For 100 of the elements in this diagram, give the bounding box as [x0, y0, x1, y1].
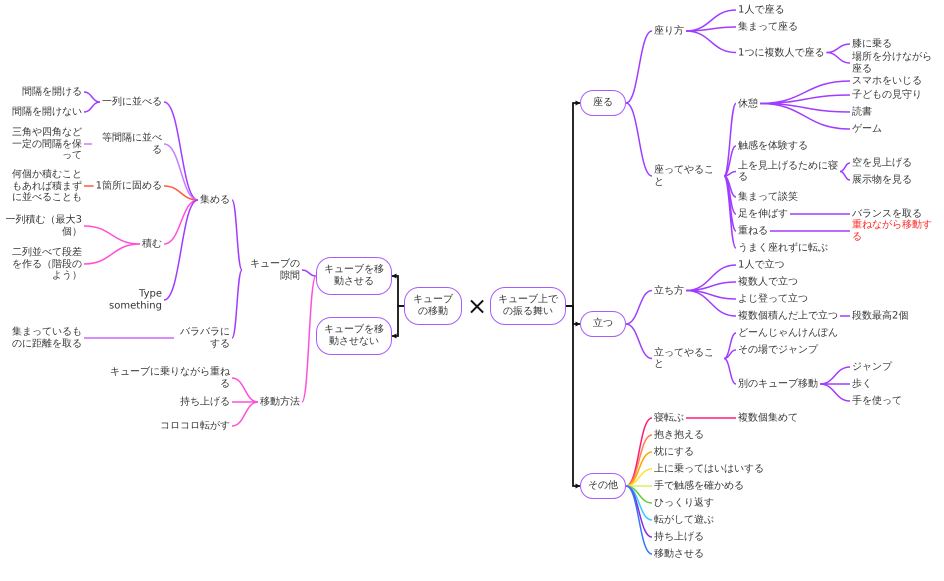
branch-line [826, 52, 850, 64]
topic-label: 休憩 [736, 96, 760, 110]
topic-label: その場でジャンプ [736, 343, 820, 357]
topic-label: 展示物を見る [850, 173, 914, 187]
topic-label: 積む [140, 237, 164, 251]
topic-label: 転がして遊ぶ [652, 513, 716, 527]
topic-label: ジャンプ [850, 360, 894, 374]
branch-line [164, 101, 198, 201]
topic-label: 重ねながら移動する [850, 218, 942, 244]
branch-line [760, 94, 850, 104]
topic-label: 移動方法 [258, 395, 302, 409]
topic-box: 立つ [580, 311, 626, 337]
topic-label: 等間隔に並べる [92, 132, 164, 156]
topic-label: 1人で立つ [736, 258, 786, 272]
topic-label: 段数最高2個 [850, 309, 910, 323]
branch-line [840, 162, 850, 172]
branch-line [724, 170, 736, 177]
topic-label: 二列並べて段差を作る（階段のよう） [2, 246, 84, 282]
topic-label: 足を伸ばす [736, 207, 790, 221]
topic-label: 立ってやること [652, 346, 724, 371]
topic-box: キューブを移動させる [316, 257, 392, 295]
branch-line [626, 30, 652, 104]
topic-label: 別のキューブ移動 [736, 377, 820, 391]
branch-line [724, 358, 736, 385]
topic-label: 枕にする [652, 445, 696, 459]
branch-line [724, 349, 736, 360]
branch-line [232, 401, 258, 427]
branch-line [84, 91, 100, 103]
topic-label: 間隔を開けない [10, 105, 84, 119]
branch-line [301, 276, 317, 402]
topic-label: 座り方 [652, 24, 686, 38]
topic-label: 抱き抱える [652, 428, 706, 442]
branch-line [626, 290, 652, 325]
topic-label: 読書 [850, 105, 874, 119]
branch-line [626, 323, 652, 360]
branch-line [686, 30, 736, 54]
branch-line [840, 315, 850, 317]
topic-label: ゲーム [850, 122, 884, 136]
branch-line [84, 143, 92, 145]
branch-line [302, 269, 316, 277]
branch-line [626, 434, 652, 487]
topic-label: 手で触感を確かめる [652, 479, 746, 493]
branch-line [686, 26, 736, 32]
branch-line [626, 102, 652, 177]
branch-line [164, 199, 198, 301]
branch-line [626, 417, 652, 487]
topic-label: 1箇所に固める [94, 179, 164, 193]
branch-line [724, 175, 736, 198]
topic-label: 複数人で立つ [736, 275, 800, 289]
branch-line [231, 270, 243, 338]
branch-line [626, 468, 652, 487]
topic-label: キューブの隙間 [242, 258, 302, 282]
branch-line [626, 451, 652, 487]
topic-label: 何個か積むこともあれば積まずに並べることも [2, 168, 84, 204]
branch-line [232, 377, 258, 403]
branch-line [820, 383, 850, 402]
topic-label: 三角や四角など一定の間隔を保って [2, 126, 84, 162]
branch-line [84, 225, 140, 245]
branch-line [826, 43, 850, 54]
topic-label: コロコロ転がす [158, 419, 232, 433]
topic-label: 1人で座る [736, 3, 786, 17]
topic-box: 座る [580, 90, 626, 116]
branch-line [686, 417, 736, 419]
branch-line [686, 281, 736, 292]
branch-line [84, 243, 140, 265]
multiply-sign: × [467, 294, 488, 318]
topic-label: 重ねる [736, 224, 770, 238]
topic-label: 触感を体験する [736, 139, 810, 153]
branch-line [231, 200, 243, 270]
topic-label: 場所を分けながら座る [850, 50, 942, 76]
topic-label: 膝に乗る [850, 37, 894, 51]
topic-label: 集まって座る [736, 20, 800, 34]
topic-label: Type something [92, 288, 164, 312]
topic-label: 1つに複数人で座る [736, 46, 826, 60]
branch-line [724, 332, 736, 360]
topic-label: 集める [198, 193, 232, 207]
branch-line [790, 213, 850, 215]
topic-label: キューブに乗りながら重ねる [102, 366, 232, 390]
branch-line [84, 337, 174, 339]
topic-box: キューブ上での振る舞い [490, 287, 566, 325]
topic-label: 立ち方 [652, 284, 686, 298]
topic-label: 上に乗ってはいはいする [652, 462, 766, 476]
branch-line [84, 185, 94, 187]
topic-label: 集まって談笑 [736, 190, 800, 204]
connector-arrow [392, 305, 404, 338]
topic-box: その他 [580, 473, 626, 499]
branch-line [626, 485, 652, 504]
topic-label: 持ち上げる [652, 530, 706, 544]
topic-label: 歩く [850, 377, 874, 391]
branch-line [724, 175, 736, 232]
branch-line [820, 366, 850, 385]
topic-label: よじ登って立つ [736, 292, 810, 306]
branch-line [626, 485, 652, 538]
topic-label: 持ち上げる [178, 395, 232, 409]
branch-line [686, 290, 736, 317]
topic-box: キューブの移動 [404, 287, 462, 325]
branch-line [164, 143, 198, 201]
topic-label: 集まっているものに距離を取る [2, 326, 84, 350]
topic-label: 座ってやること [652, 164, 724, 188]
topic-label: 空を見上げる [850, 156, 914, 170]
